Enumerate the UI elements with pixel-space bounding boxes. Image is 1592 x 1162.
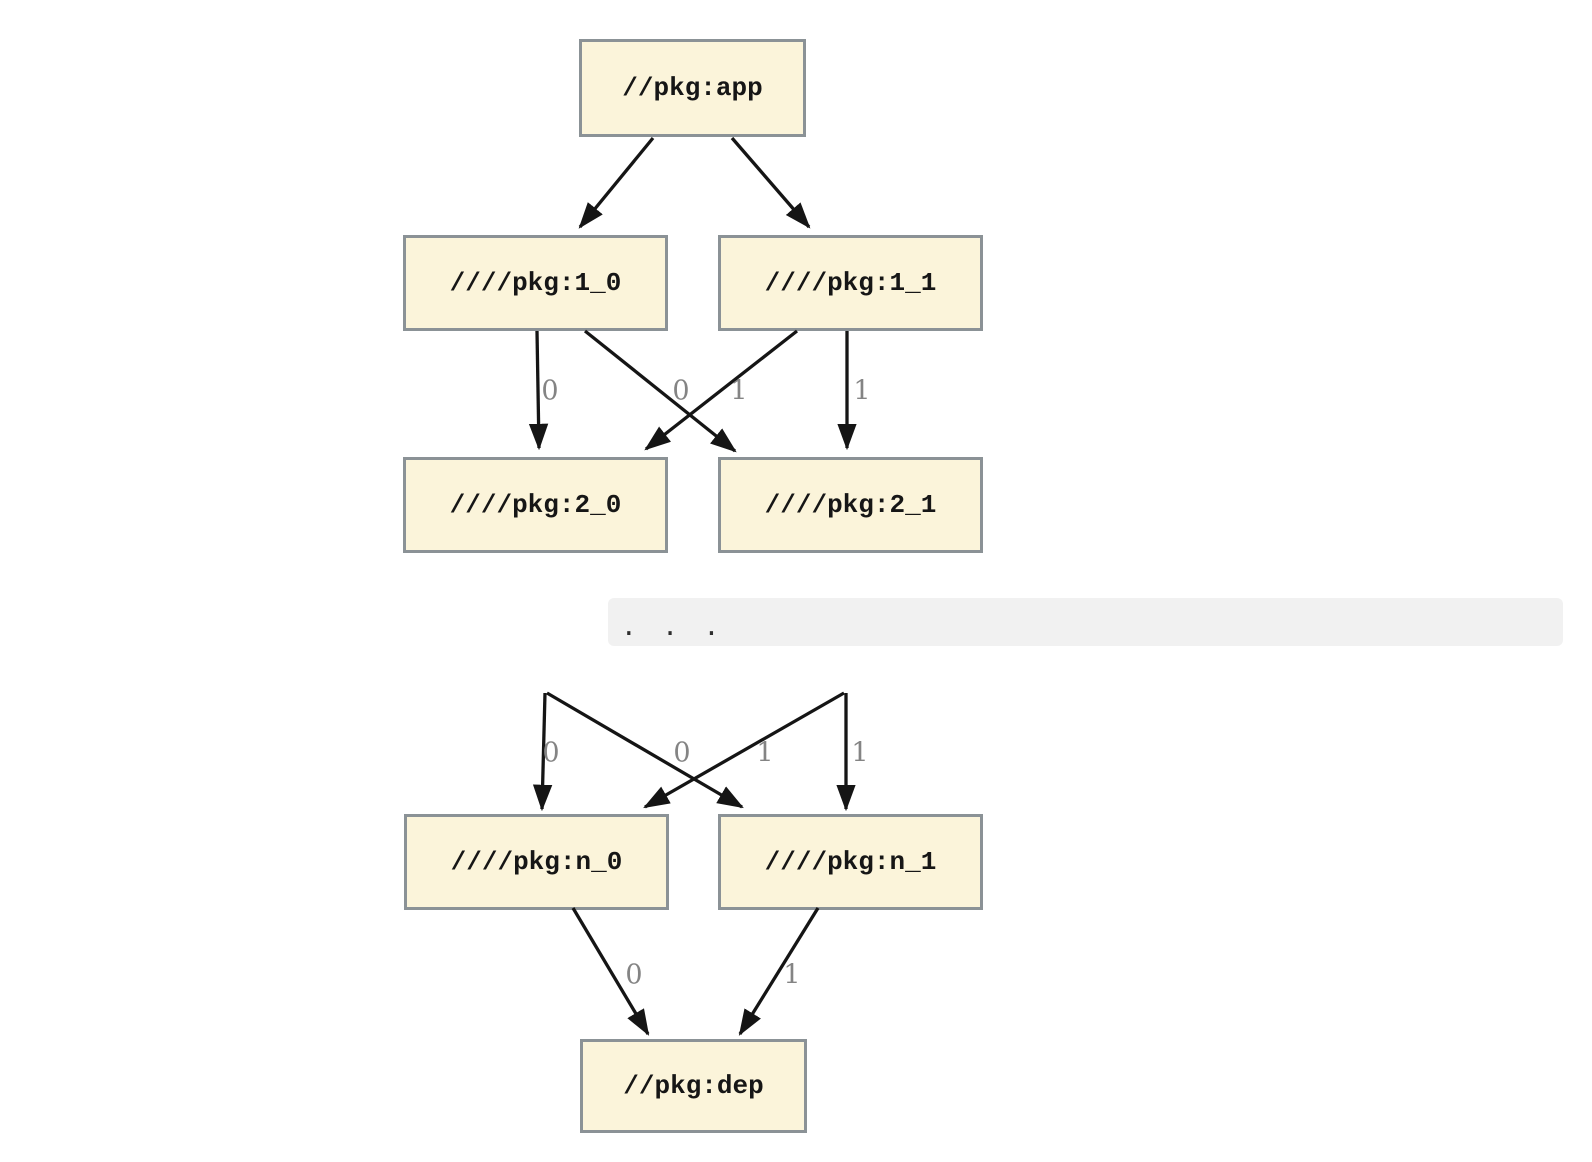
node-label: ////pkg:2_1 xyxy=(764,490,937,520)
node-pkg-n-0: ////pkg:n_0 xyxy=(404,814,669,910)
node-pkg-1-0: ////pkg:1_0 xyxy=(403,235,668,331)
edge-label: 0 xyxy=(542,737,560,769)
edge-label: 1 xyxy=(853,375,871,407)
node-pkg-app: //pkg:app xyxy=(579,39,806,137)
edge-label: 1 xyxy=(783,959,801,991)
edge-label: 0 xyxy=(672,375,690,407)
edge-label: 1 xyxy=(730,375,748,407)
edge-n_1-dep xyxy=(738,907,820,1036)
node-label: ////pkg:1_0 xyxy=(449,268,622,298)
node-label: ////pkg:1_1 xyxy=(764,268,937,298)
edge-hidden-n_1-cross xyxy=(546,691,744,809)
edge-app-1_1 xyxy=(730,136,811,229)
edge-1_0-2_1 xyxy=(583,329,737,453)
node-label: ////pkg:2_0 xyxy=(449,490,622,520)
node-label: //pkg:app xyxy=(622,73,763,103)
edge-label: 1 xyxy=(851,737,869,769)
edge-app-1_0 xyxy=(578,136,655,229)
node-pkg-2-1: ////pkg:2_1 xyxy=(718,457,983,553)
node-pkg-2-0: ////pkg:2_0 xyxy=(403,457,668,553)
edge-label: 0 xyxy=(541,375,559,407)
ellipsis-band: . . . xyxy=(608,598,1563,646)
edge-1_1-2_0 xyxy=(644,329,799,451)
edge-label: 1 xyxy=(756,737,774,769)
node-pkg-n-1: ////pkg:n_1 xyxy=(718,814,983,910)
edge-label: 0 xyxy=(625,959,643,991)
ellipsis-dots: . . . xyxy=(621,612,725,642)
edge-label: 0 xyxy=(673,737,691,769)
edge-1_0-2_0 xyxy=(528,330,549,451)
node-label: //pkg:dep xyxy=(623,1071,764,1101)
node-pkg-1-1: ////pkg:1_1 xyxy=(718,235,983,331)
node-label: ////pkg:n_0 xyxy=(450,847,623,877)
node-label: ////pkg:n_1 xyxy=(764,847,937,877)
node-pkg-dep: //pkg:dep xyxy=(580,1039,807,1133)
